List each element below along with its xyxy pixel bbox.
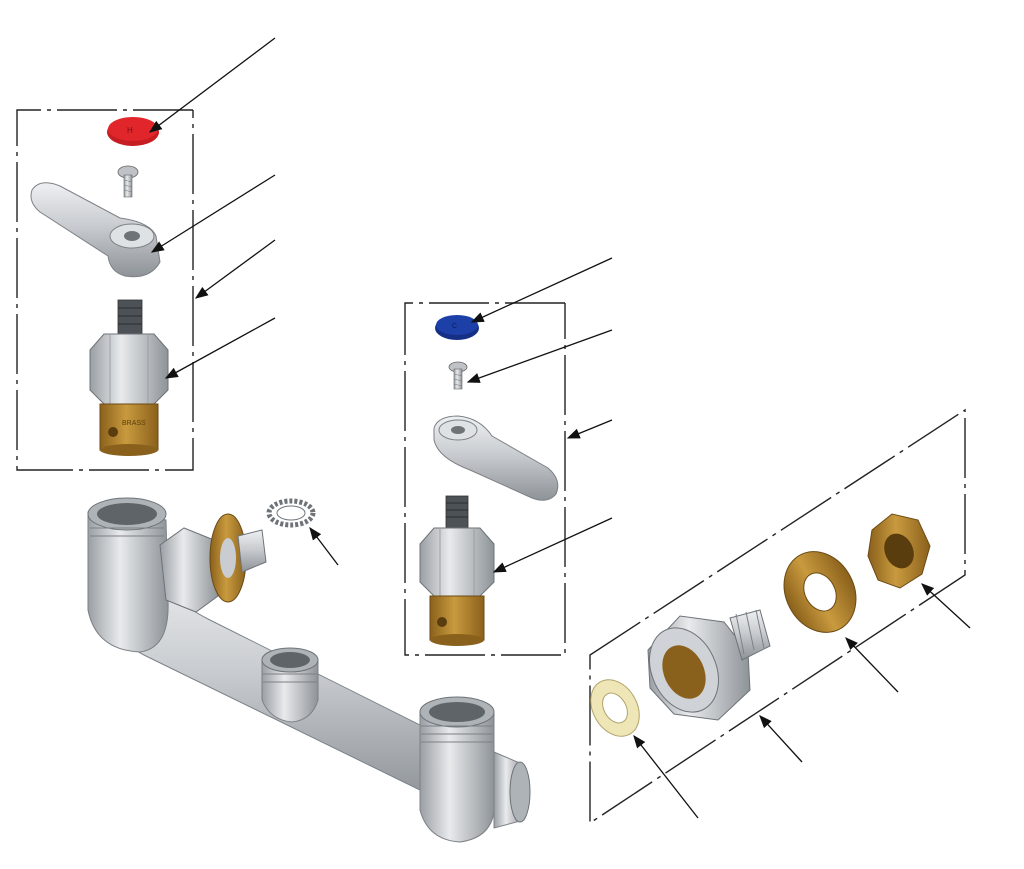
hot-cartridge-stamp: BRASS <box>122 420 146 427</box>
cold-frame-leader <box>566 419 613 439</box>
brass-washer-leader <box>845 637 899 693</box>
lock-washer-leader <box>309 526 339 566</box>
cold-index-button: C <box>435 315 479 340</box>
supply-kit-dashed-frame <box>589 408 966 825</box>
cold-valve-group: C <box>404 257 613 656</box>
supply-frame-leader <box>759 715 803 763</box>
hot-handle-leader <box>150 174 276 253</box>
svg-text:H: H <box>127 126 133 135</box>
cold-cartridge-leader <box>492 517 613 573</box>
hot-cartridge-leader <box>164 317 276 379</box>
hot-valve-group: H BRASS <box>16 37 276 471</box>
cold-screw-leader <box>466 329 613 383</box>
spout-body <box>87 497 531 843</box>
hot-lever-handle <box>30 182 161 278</box>
cold-cartridge <box>419 495 495 646</box>
lock-washer <box>266 498 339 566</box>
cold-button-leader <box>470 257 613 323</box>
cold-group-dashed-frame <box>404 302 566 656</box>
hot-handle-screw <box>117 165 139 198</box>
hot-index-button: H <box>107 117 159 146</box>
supply-coupling-nut <box>647 609 771 721</box>
supply-lock-nut <box>867 513 931 589</box>
cold-handle-screw <box>448 361 468 390</box>
supply-kit-group <box>589 408 971 825</box>
lock-nut-leader <box>921 583 971 629</box>
supply-brass-washer <box>783 551 857 633</box>
hot-button-leader <box>148 37 276 133</box>
cold-lever-handle <box>433 415 559 501</box>
supply-fiber-washer <box>590 679 640 737</box>
hot-frame-leader <box>194 239 276 299</box>
hot-group-dashed-frame <box>16 109 194 471</box>
svg-text:C: C <box>452 323 457 330</box>
fiber-washer-leader <box>633 734 699 819</box>
hot-cartridge: BRASS <box>89 299 169 456</box>
